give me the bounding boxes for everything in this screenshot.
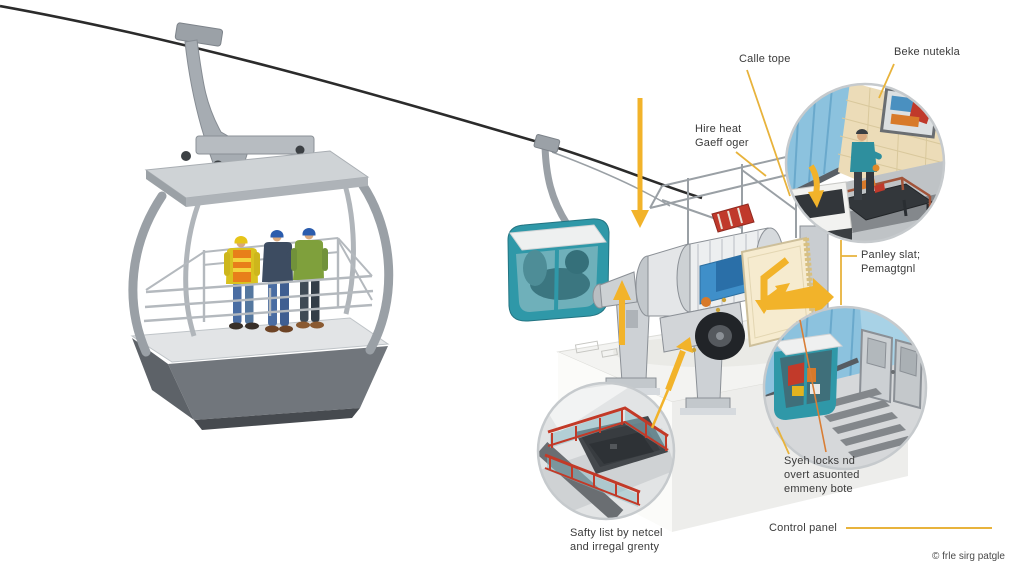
credit-text: © frle sirg patgle [932,551,1005,562]
line-haul-gear [735,151,767,177]
line-safety-locks-right [799,319,827,453]
small-gondola-roof [509,224,607,251]
label-haul-gear-line2: Gaeff oger [695,137,749,149]
inset-cab [786,181,853,242]
label-cable-rope: Calle tope [739,53,791,65]
drive-shaft-assembly [592,203,785,360]
line-cable-rope [746,69,791,197]
arrow-up-left [613,280,631,345]
guy-cable [551,151,671,207]
large-gondola-hanger [174,22,315,172]
label-control-panel: Control panel [769,522,838,534]
front-pillar-left [128,191,167,357]
front-pillar-right [357,179,394,355]
flow-arrows [613,98,834,345]
cable-clamp [533,134,561,153]
label-safety-list-line2: and irregal grenty [570,541,660,553]
cargo-cab [772,333,844,420]
line-brake-materials [878,63,895,99]
label-safety-locks-line3: emmeny bote [784,483,853,495]
line-safety-locks-left [776,426,790,455]
label-safety-list-line1: Safty list by netcel [570,527,663,539]
inset-safety-railing [536,381,676,521]
label-safety-locks-line2: overt asuonted [784,469,860,481]
label-pulley-slat: Panley slat; Pemagtgnl [861,248,920,276]
arrow-down-cable [631,98,649,228]
callout-lines [735,63,992,529]
picture-frame [879,87,940,139]
station-doors [858,328,924,410]
arrow-down-cab [808,164,824,208]
label-pulley-slat-line2: Pemagtgnl [861,263,916,275]
support-frame [649,149,817,252]
red-railing [544,406,669,507]
line-pulley-slat [840,240,857,305]
small-gondola [507,134,610,322]
label-safety-locks-line1: Syeh locks nd [784,455,856,467]
label-brake-materials: Beke nutekla [894,46,960,58]
front-railings [143,238,374,323]
arrow-up-diagonal [650,337,693,429]
label-haul-gear: Hire heat Gaeff oger [695,122,749,150]
inset-station-interior [784,82,946,244]
label-safety-locks: Syeh locks nd overt asuonted emmeny bote [784,454,860,496]
worker-green-jacket [291,228,328,329]
station-worker [850,129,882,200]
brake-coil [711,203,755,233]
label-pulley-slat-line1: Panley slat; [861,249,921,261]
label-haul-gear-line1: Hire heat [695,123,742,135]
small-gondola-hanger [541,145,570,226]
arrow-right-exit [765,278,834,316]
large-gondola [128,22,394,430]
large-gondola-roof [144,150,370,207]
large-gondola-base [130,317,390,430]
label-safety-list: Safty list by netcel and irregal grenty [570,526,663,554]
